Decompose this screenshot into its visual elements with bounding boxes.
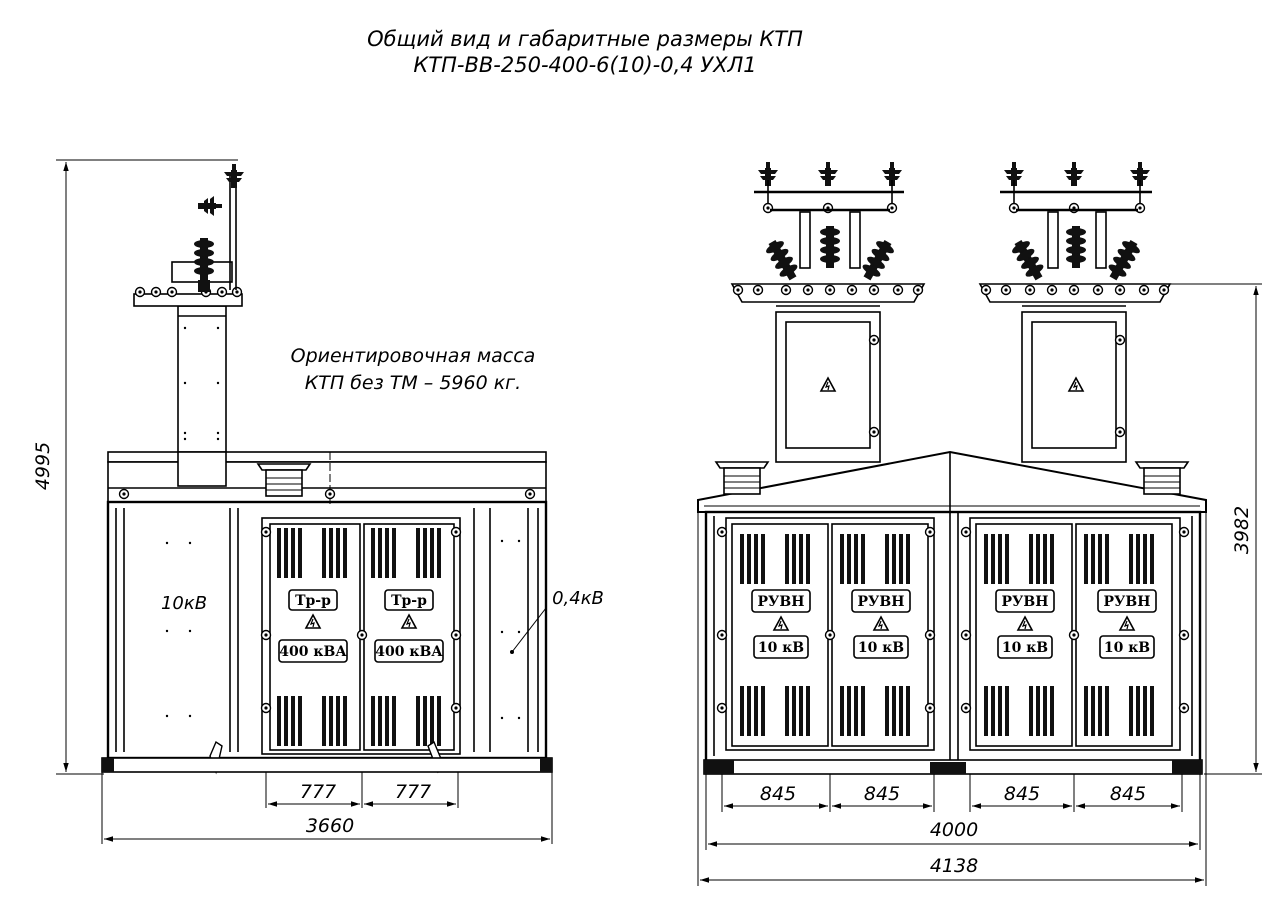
side-body: Тр-р 400 кВА Тр-р 400 кВА	[101, 500, 553, 775]
plate-rvn-text: РУВН	[858, 594, 905, 610]
height-dimension-4995: 4995	[32, 159, 238, 775]
door-plate-2: РУВН 10 кВ	[851, 589, 911, 659]
door-plate-left: Тр-р 400 кВА	[278, 589, 348, 663]
plate-rvn-text: РУВН	[758, 594, 805, 610]
dim-door-1: 845	[760, 783, 796, 805]
plate-rvn-text: РУВН	[1002, 594, 1049, 610]
front-view: РУВН 10 кВ РУВН 10 кВ РУВН 10 кВ	[697, 162, 1262, 886]
door-plate-4: РУВН 10 кВ	[1097, 589, 1157, 659]
dim-door-1: 777	[300, 781, 336, 803]
front-bottom-dimensions: 845 845 845 845 4000 4138	[697, 512, 1207, 886]
plate-power-text: 400 кВА	[375, 644, 443, 660]
door-plate-1: РУВН 10 кВ	[751, 589, 811, 659]
mass-note-line-2: КТП без ТМ – 5960 кг.	[305, 372, 521, 394]
dim-door-4: 845	[1110, 783, 1146, 805]
height-dimension-3982: 3982	[1168, 283, 1262, 775]
dim-door-2: 845	[864, 783, 900, 805]
side-bottom-dimensions: 777 777 3660	[101, 772, 553, 844]
label-lv-compartment: 0,4кВ	[552, 588, 604, 609]
dim-width-4000: 4000	[930, 819, 978, 841]
height-label-4995: 4995	[32, 442, 54, 490]
drawing-title: Общий вид и габаритные размеры КТП КТП-В…	[367, 27, 803, 77]
plate-transformer-text: Тр-р	[295, 593, 331, 609]
title-line-2: КТП-ВВ-250-400-6(10)-0,4 УХЛ1	[413, 53, 756, 77]
label-lv-leader: 0,4кВ	[510, 588, 604, 654]
dim-door-2: 777	[395, 781, 431, 803]
side-roof	[107, 451, 547, 504]
title-line-1: Общий вид и габаритные размеры КТП	[367, 27, 803, 51]
mass-note: Ориентировочная масса КТП без ТМ – 5960 …	[291, 345, 536, 394]
plate-voltage-text: 10 кВ	[1002, 640, 1048, 656]
dim-width-3660: 3660	[306, 815, 354, 837]
mass-note-line-1: Ориентировочная масса	[291, 345, 536, 367]
hv-entry-structure	[133, 164, 244, 487]
door-plate-3: РУВН 10 кВ	[995, 589, 1055, 659]
hv-entry-right	[978, 162, 1172, 463]
label-hv-compartment: 10кВ	[161, 593, 207, 614]
plate-rvn-text: РУВН	[1104, 594, 1151, 610]
dim-door-3: 845	[1004, 783, 1040, 805]
plate-voltage-text: 10 кВ	[858, 640, 904, 656]
door-plate-right: Тр-р 400 кВА	[374, 589, 444, 663]
plate-transformer-text: Тр-р	[391, 593, 427, 609]
front-roof	[697, 450, 1207, 513]
dim-width-4138: 4138	[930, 855, 978, 877]
hv-entry-left	[730, 162, 926, 463]
side-view: 4995	[32, 159, 604, 844]
height-label-3982: 3982	[1231, 506, 1253, 554]
plate-voltage-text: 10 кВ	[1104, 640, 1150, 656]
plate-voltage-text: 10 кВ	[758, 640, 804, 656]
front-body: РУВН 10 кВ РУВН 10 кВ РУВН 10 кВ	[703, 510, 1203, 775]
plate-power-text: 400 кВА	[279, 644, 347, 660]
